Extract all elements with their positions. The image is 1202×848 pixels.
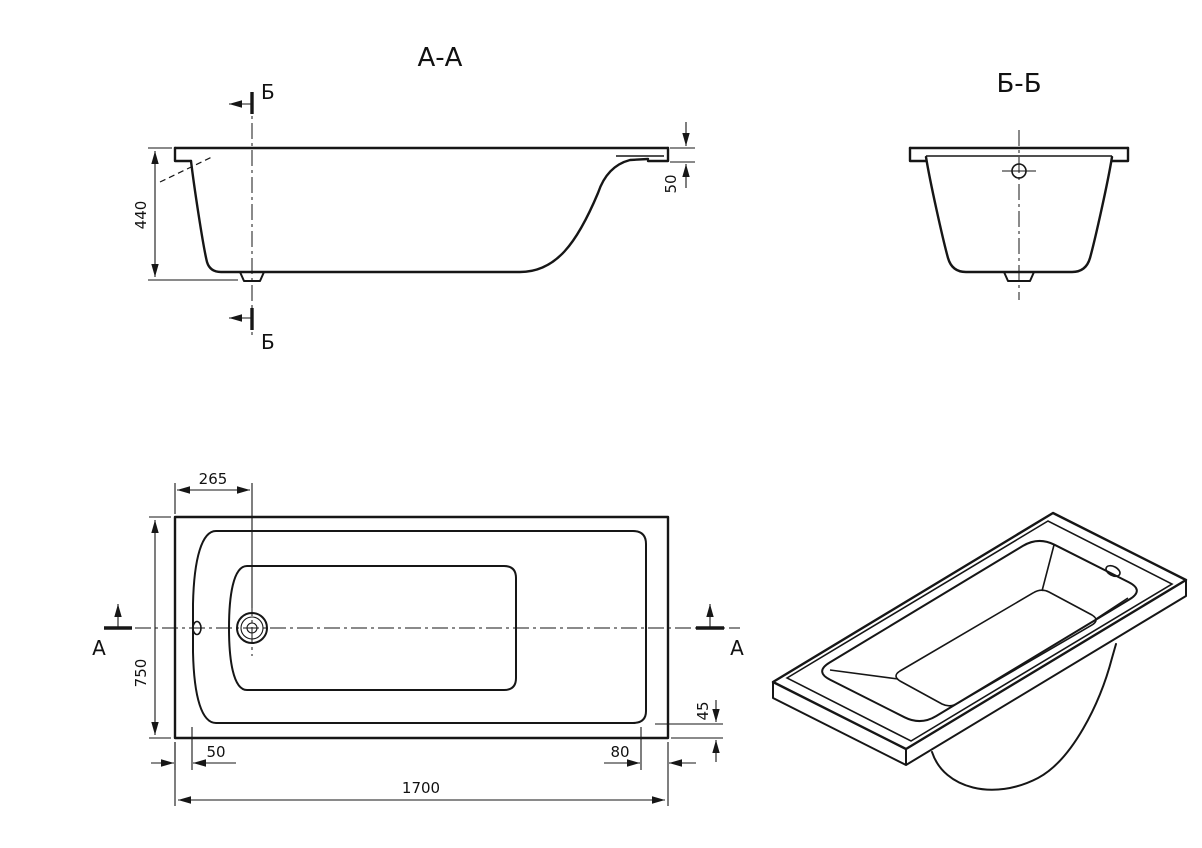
iso-slab-sides [772, 579, 1187, 766]
section-bb-view: Б-Б [908, 69, 1130, 300]
section-bb-title: Б-Б [996, 69, 1041, 99]
iso-wall-edges [829, 544, 1129, 680]
plan-view: А А 265 750 50 [92, 470, 744, 806]
dim-plan-drain-offset-value: 265 [199, 470, 228, 488]
dim-plan-drain-offset: 265 [174, 470, 253, 608]
dim-plan-rim-head-value: 50 [206, 743, 225, 761]
cut-label-a-right: А [730, 636, 744, 660]
dim-plan-width-value: 750 [132, 659, 150, 688]
cut-marker-b-top: Б [229, 80, 275, 114]
cut-label-b-bottom: Б [261, 330, 275, 354]
tub-plan-bottom-flat [228, 565, 517, 691]
tub-side-bowl-profile [189, 157, 650, 274]
tub-side-left-flange [173, 146, 193, 163]
isometric-view [771, 511, 1188, 791]
tub-end-right-flange [1110, 146, 1130, 163]
dim-plan-rim-foot-value: 80 [610, 743, 629, 761]
dim-plan-rim-foot: 80 [604, 727, 696, 770]
cut-marker-b-bottom: Б [229, 308, 275, 354]
dim-plan-rim-head: 50 [151, 727, 236, 770]
dim-side-rim-height: 50 [662, 122, 695, 194]
cut-marker-a-right: А [696, 604, 744, 660]
iso-overflow-hole [1105, 564, 1121, 578]
tub-end-left-flange [908, 146, 928, 163]
iso-bowl-underside [931, 643, 1117, 791]
dim-plan-rim-side-value: 45 [694, 701, 712, 720]
iso-bowl-opening [821, 539, 1138, 723]
dim-plan-length-value: 1700 [402, 779, 440, 797]
section-aa-title: А-А [418, 43, 463, 73]
tub-plan-rim-opening [192, 530, 647, 724]
section-aa-view: А-А Б Б 440 [132, 43, 695, 354]
iso-rim-inner [785, 520, 1174, 742]
cut-label-b-top: Б [261, 80, 275, 104]
dim-side-depth: 440 [132, 147, 238, 281]
dim-plan-width: 750 [132, 516, 171, 739]
iso-rim-outer [771, 511, 1188, 751]
dim-plan-length: 1700 [174, 742, 669, 806]
tub-side-right-flange [646, 146, 670, 163]
dim-side-rim-height-value: 50 [662, 174, 680, 193]
cut-label-a-left: А [92, 636, 106, 660]
cut-marker-a-left: А [92, 604, 132, 660]
dim-side-depth-value: 440 [132, 201, 150, 230]
dim-plan-rim-side: 45 [655, 700, 723, 762]
